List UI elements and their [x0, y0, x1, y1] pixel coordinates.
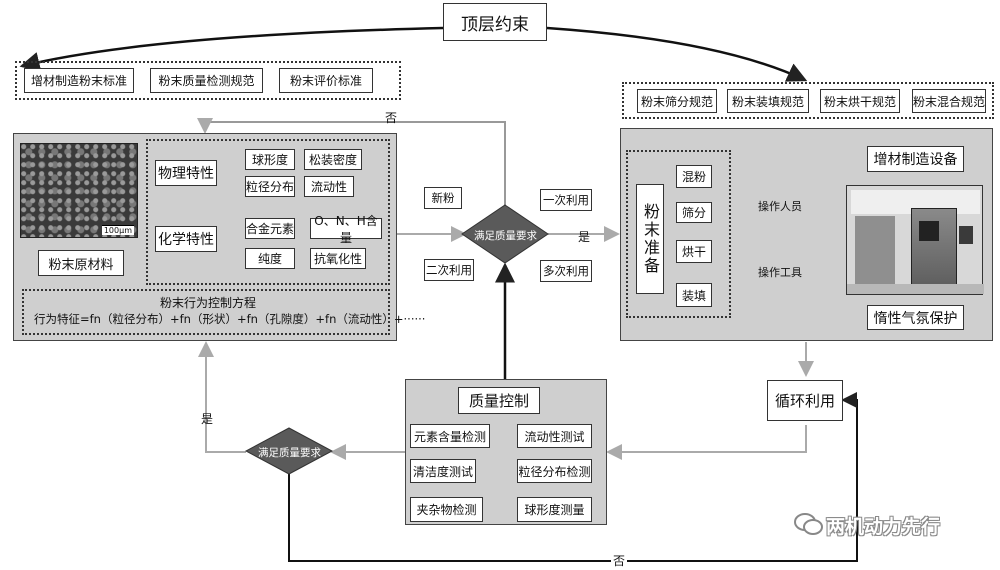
equation-title: 粉末行为控制方程 [160, 296, 257, 310]
watermark-text: 两机动力先行 [826, 516, 941, 538]
bottom-no-path [288, 392, 858, 562]
physical-label: 物理特性 [155, 160, 217, 186]
spec-item: 粉末筛分规范 [637, 89, 717, 113]
yes-label-top: 是 [578, 230, 591, 244]
decision-diamond-top [461, 204, 549, 264]
spec-item: 粉末烘干规范 [820, 89, 900, 113]
qc-item: 球形度测量 [517, 497, 592, 522]
quality-control-title: 质量控制 [458, 387, 540, 414]
wechat-icon [794, 512, 824, 536]
chemical-item: 抗氧化性 [310, 248, 366, 269]
prep-steps-group [626, 150, 731, 318]
decision-top-label: 满足质量要求 [474, 230, 537, 242]
qc-item: 清洁度测试 [410, 459, 476, 483]
prep-step: 装填 [676, 283, 712, 307]
tag-new-powder: 新粉 [424, 187, 462, 209]
equation-group [22, 289, 390, 335]
qc-item: 元素含量检测 [410, 424, 490, 448]
spec-item: 粉末装填规范 [727, 89, 809, 113]
physical-item: 松装密度 [304, 149, 362, 170]
chemical-item: 纯度 [245, 248, 295, 269]
top-constraint-box: 顶层约束 [443, 3, 547, 41]
scale-bar-label: 100μm [101, 225, 134, 235]
equipment-photo [846, 185, 984, 295]
yes-label-bottom: 是 [201, 412, 214, 426]
recycle-to-quality [606, 425, 807, 460]
properties-group [146, 139, 390, 285]
spec-item: 粉末混合规范 [912, 89, 986, 113]
inert-gas-label: 惰性气氛保护 [867, 305, 964, 330]
equation-text: 行为特征=fn（粒径分布）+fn（形状）+fn（孔隙度）+fn（流动性）+···… [34, 312, 426, 326]
arc-to-right-standards [546, 26, 808, 82]
tool-label: 操作工具 [758, 266, 802, 279]
qc-item: 粒径分布检测 [517, 459, 592, 483]
left-standards-group [15, 61, 401, 100]
raw-material-title: 粉末原材料 [38, 250, 124, 276]
equipment-title: 增材制造设备 [867, 146, 964, 172]
chemical-item: 合金元素 [245, 218, 295, 239]
standard-item: 粉末质量检测规范 [150, 68, 263, 93]
prep-step: 筛分 [676, 202, 712, 223]
tag-first-use: 一次利用 [540, 189, 592, 211]
prep-title: 粉末准备 [636, 184, 664, 294]
physical-item: 球形度 [245, 149, 295, 170]
bottom-yes-path [198, 341, 246, 453]
qc-item: 夹杂物检测 [410, 497, 483, 522]
arc-to-left-standards [19, 26, 444, 72]
chemical-item: O、N、H含量 [310, 214, 382, 245]
tag-second-use: 二次利用 [424, 259, 474, 281]
physical-item: 粒径分布 [245, 176, 295, 197]
prep-step: 烘干 [676, 240, 712, 263]
standard-item: 增材制造粉末标准 [24, 68, 134, 93]
chemical-label: 化学特性 [155, 226, 217, 252]
qc-item: 流动性测试 [517, 424, 592, 448]
tag-multi-use: 多次利用 [540, 260, 592, 282]
physical-item: 流动性 [304, 176, 354, 197]
no-label-top: 否 [385, 111, 398, 125]
powder-micrograph: 100μm [20, 143, 138, 238]
prep-step: 混粉 [676, 165, 712, 188]
standard-item: 粉末评价标准 [279, 68, 373, 93]
recycle-box: 循环利用 [767, 380, 843, 421]
right-standards-group [622, 82, 994, 119]
no-loop-top [197, 118, 506, 205]
operator-label: 操作人员 [758, 200, 802, 213]
no-label-bottom: 否 [611, 552, 628, 569]
decision-bottom-label: 满足质量要求 [258, 447, 321, 459]
decision-diamond-bottom [244, 427, 334, 475]
